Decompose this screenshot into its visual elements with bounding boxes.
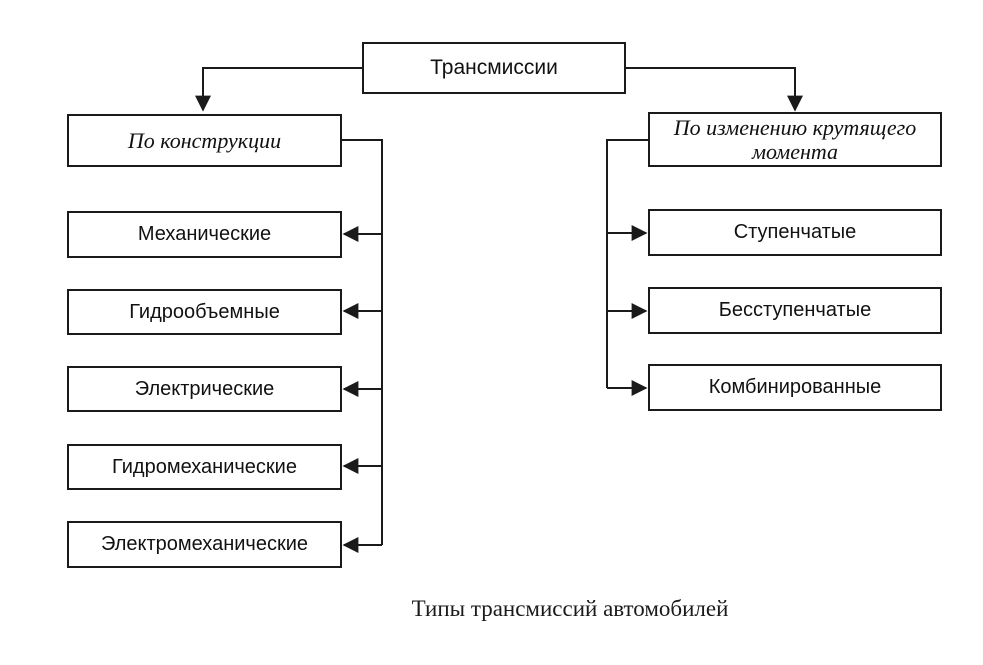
right-item-label-3: Комбинированные [708,376,882,398]
left-item-label-1: Механические [137,223,272,245]
left-item-label-2: Гидрообъемные [129,300,280,323]
right-trunk-line [606,139,648,388]
left-heading-node: По конструкции [67,114,342,167]
right-heading-node: По изменению крутящего момента [648,112,942,167]
right-item-node-3: Комбинированные [648,364,942,411]
figure-caption: Типы трансмиссий автомобилей [411,596,729,621]
left-item-node-1: Механические [67,211,342,258]
left-item-label-4: Гидромеханические [112,455,297,478]
root-to-left-connector [195,67,362,112]
left-trunk-line [342,139,383,545]
left-heading-label: По конструкции [127,127,282,153]
left-item-node-2: Гидрообъемные [67,289,342,335]
root-label: Трансмиссии [430,55,558,79]
right-item-node-1: Ступенчатые [648,209,942,256]
left-item-node-3: Электрические [67,366,342,412]
root-to-right-connector [626,67,803,112]
right-heading-label-line1: По изменению крутящего [673,115,917,141]
right-item-label-2: Бесступенчатые [718,299,872,321]
root-node: Трансмиссии [362,42,626,94]
right-item-node-2: Бесступенчатые [648,287,942,334]
left-item-label-3: Электрические [134,377,275,400]
left-item-label-5: Электромеханические [100,533,309,555]
left-item-node-4: Гидромеханические [67,444,342,490]
left-item-node-5: Электромеханические [67,521,342,568]
right-item-label-1: Ступенчатые [733,221,857,243]
right-heading-label-line2: момента [751,138,839,164]
